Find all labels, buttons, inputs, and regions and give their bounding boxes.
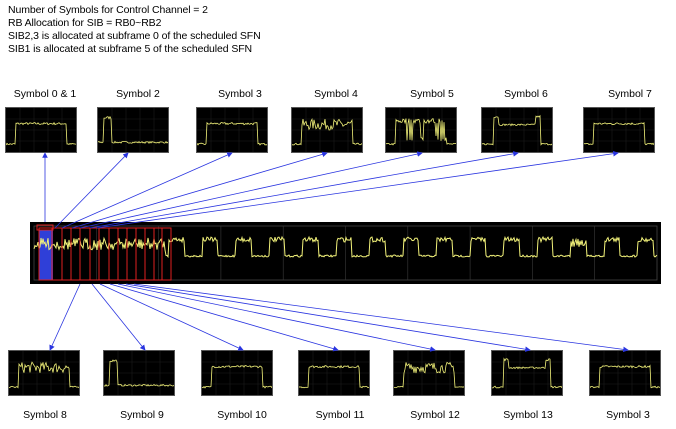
waveform-line <box>33 235 658 259</box>
symbol-arrow <box>91 283 146 351</box>
symbol-boundary-box <box>70 227 81 281</box>
symbol-label: Symbol 2 <box>116 88 160 100</box>
symbol-boundary-box <box>126 227 137 281</box>
spectrum-peaked-edges-icon <box>492 351 562 395</box>
symbol-label: Symbol 0 & 1 <box>13 88 77 100</box>
symbol-label: Symbol 13 <box>503 409 553 421</box>
symbol-boundary-box <box>135 227 146 281</box>
time-domain-waveform <box>30 222 661 284</box>
spectrum-thumbnail <box>201 350 273 396</box>
waveform-trace <box>33 224 658 281</box>
spectrum-trace <box>197 121 267 146</box>
symbol-boundary-box <box>144 227 155 281</box>
spectrum-trace <box>482 114 552 146</box>
spectrum-thumbnail <box>8 350 80 396</box>
spectrum-trace <box>386 117 456 146</box>
symbol-arrow <box>49 283 81 351</box>
spectrum-noisy-wide-icon <box>292 108 362 152</box>
spectrum-thumbnail <box>298 350 370 396</box>
spectrum-trace <box>394 361 464 389</box>
symbol-label: Symbol 10 <box>217 409 267 421</box>
spectrum-trace <box>299 364 369 389</box>
symbol-arrow <box>117 283 436 352</box>
spectrum-noisy-wide-icon <box>9 351 79 395</box>
spectrum-trace <box>292 118 362 146</box>
symbol-boundary-box <box>89 227 100 281</box>
spectrum-trace <box>9 361 79 389</box>
spectrum-thumbnail <box>589 350 661 396</box>
symbol-label: Symbol 11 <box>315 409 365 421</box>
symbol-arrow <box>133 283 629 353</box>
spectrum-thumbnail <box>97 107 169 153</box>
spectrum-flat-wide-icon <box>197 108 267 152</box>
spectrum-narrow-left-icon <box>104 351 174 395</box>
symbol-boundary-box <box>153 227 163 281</box>
spectrum-flat-wide-icon <box>584 108 654 152</box>
note-sib23: SIB2,3 is allocated at subframe 0 of the… <box>8 30 261 42</box>
spectrum-thumbnail <box>103 350 175 396</box>
spectrum-narrow-left-icon <box>98 108 168 152</box>
symbol-arrow <box>125 283 531 352</box>
spectrum-thumbnail <box>5 107 77 153</box>
spectrum-thumbnail <box>481 107 553 153</box>
note-rb-allocation: RB Allocation for SIB = RB0~RB2 <box>8 17 162 29</box>
symbol-arrow <box>96 150 619 229</box>
spectrum-comb-wide-icon <box>386 108 456 152</box>
symbol-boundary-box <box>117 227 128 281</box>
note-control-symbols: Number of Symbols for Control Channel = … <box>8 4 208 16</box>
symbol-arrow <box>89 151 519 229</box>
spectrum-flat-wide-icon <box>6 108 76 152</box>
symbol-label: Symbol 9 <box>120 409 164 421</box>
notes: Number of Symbols for Control Channel = … <box>8 4 261 56</box>
spectrum-thumbnail <box>385 107 457 153</box>
symbol-arrow <box>71 151 328 229</box>
symbol-arrow <box>61 152 233 229</box>
symbol-label: Symbol 3 <box>218 88 262 100</box>
symbol-arrow <box>109 283 339 352</box>
symbol-boundary-box <box>61 227 72 281</box>
symbol-boundary-box <box>108 227 119 281</box>
spectrum-thumbnail <box>196 107 268 153</box>
symbol-label: Symbol 6 <box>504 88 548 100</box>
symbol-arrow <box>54 152 129 229</box>
spectrum-thumbnail <box>491 350 563 396</box>
spectrum-peaked-edges-icon <box>482 108 552 152</box>
symbol-arrow <box>99 283 244 351</box>
spectrum-flat-wide-icon <box>202 351 272 395</box>
selected-symbol-block <box>39 230 53 280</box>
symbol-arrow <box>79 151 423 229</box>
symbol-boundary-box <box>161 227 172 281</box>
spectrum-thumbnail <box>393 350 465 396</box>
symbol-boundary-box <box>51 227 63 281</box>
symbol-label: Symbol 8 <box>23 409 67 421</box>
spectrum-trace <box>6 121 76 146</box>
symbol-label: Symbol 12 <box>410 409 460 421</box>
spectrum-trace <box>202 365 272 389</box>
spectrum-thumbnail <box>291 107 363 153</box>
symbol-label: Symbol 7 <box>608 88 652 100</box>
symbol-label: Symbol 3 <box>606 409 650 421</box>
spectrum-trace <box>584 121 654 146</box>
symbol-boundary-box <box>36 224 54 231</box>
symbol-boundary-box <box>98 227 110 281</box>
spectrum-flat-wide-icon <box>590 351 660 395</box>
spectrum-flat-wide-icon <box>299 351 369 395</box>
spectrum-trace <box>98 115 168 144</box>
spectrum-trace <box>590 364 660 389</box>
spectrum-trace <box>492 357 562 389</box>
note-sib1: SIB1 is allocated at subframe 5 of the s… <box>8 43 253 55</box>
symbol-label: Symbol 4 <box>314 88 358 100</box>
spectrum-thumbnail <box>583 107 655 153</box>
spectrum-trace <box>104 359 174 387</box>
symbol-label: Symbol 5 <box>410 88 454 100</box>
symbol-boundary-box <box>79 227 91 281</box>
spectrum-noisy-wide-icon <box>394 351 464 395</box>
